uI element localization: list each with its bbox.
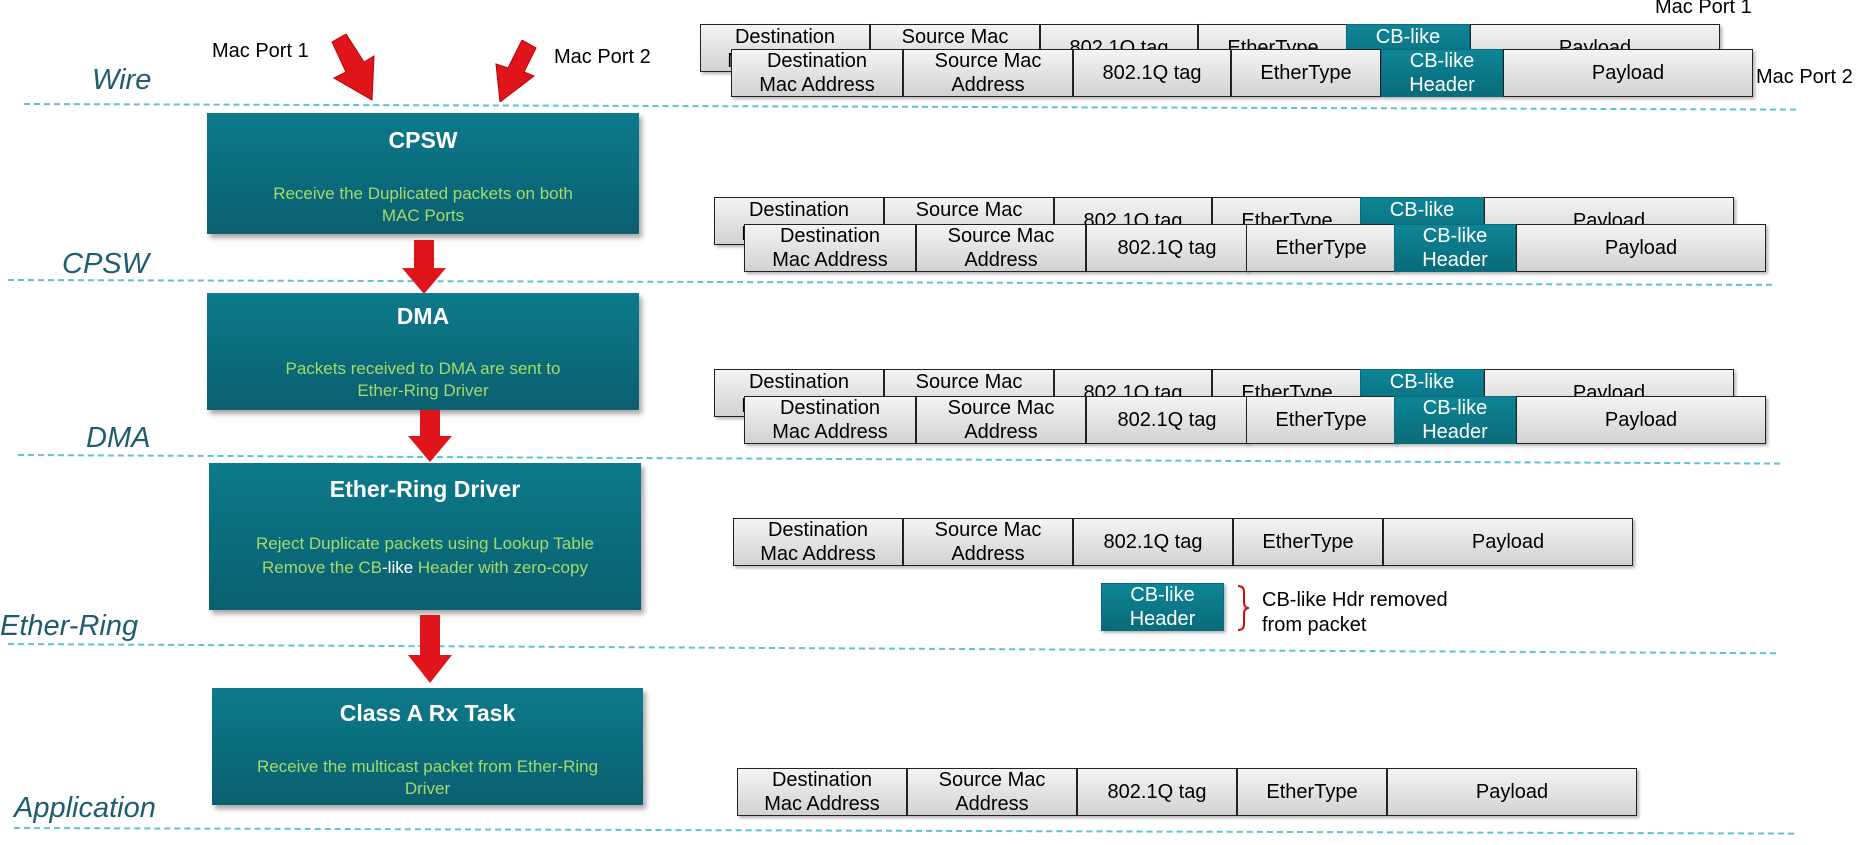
- field-vlan: 802.1Q tag: [1086, 224, 1248, 272]
- field-ethertype: EtherType: [1237, 768, 1387, 816]
- cpsw-block-desc-line1: Receive the Duplicated packets on both: [273, 184, 573, 203]
- brace-icon: [1237, 585, 1250, 631]
- dma-block: DMA Packets received to DMA are sent to …: [207, 293, 639, 410]
- port-label-mac-2: Mac Port 2: [554, 46, 651, 68]
- field-payload: Payload: [1383, 518, 1633, 566]
- layer-label-dma: DMA: [86, 422, 151, 454]
- cpsw-block-title: CPSW: [388, 127, 458, 153]
- port-label-right-mac-1: Mac Port 1: [1655, 0, 1752, 18]
- class-a-block-desc-line2: Driver: [404, 779, 451, 798]
- divider-cpsw: [7, 279, 1772, 286]
- divider-ether-ring: [7, 643, 1776, 655]
- arrow-down-port1-icon: [331, 34, 375, 101]
- field-vlan: 802.1Q tag: [1073, 49, 1231, 97]
- ether-ring-block: Ether-Ring Driver Reject Duplicate packe…: [209, 463, 641, 610]
- ether-ring-block-title: Ether-Ring Driver: [329, 476, 521, 502]
- field-ethertype: EtherType: [1233, 518, 1383, 566]
- cpsw-block-desc-line2: MAC Ports: [381, 206, 465, 225]
- removed-note-line1: CB-like Hdr removed: [1262, 589, 1448, 611]
- removed-note-line2: from packet: [1262, 614, 1367, 636]
- ether-ring-block-desc-line2: Remove the CB-like Header with zero-copy: [262, 558, 588, 577]
- field-payload: Payload: [1516, 224, 1766, 272]
- field-ethertype: EtherType: [1231, 49, 1381, 97]
- arrow-down-ether-classa-icon: [408, 615, 452, 683]
- class-a-block: Class A Rx Task Receive the multicast pa…: [212, 688, 643, 805]
- field-ethertype: EtherType: [1246, 224, 1396, 272]
- cpsw-block: CPSW Receive the Duplicated packets on b…: [207, 113, 639, 234]
- dma-block-title: DMA: [396, 303, 450, 329]
- field-vlan: 802.1Q tag: [1077, 768, 1237, 816]
- port-label-right-mac-2: Mac Port 2: [1756, 66, 1853, 88]
- layer-label-cpsw: CPSW: [62, 248, 149, 280]
- dma-block-desc-line2: Ether-Ring Driver: [357, 381, 489, 400]
- removed-note: CB-like Hdr removed from packet: [1262, 588, 1448, 638]
- field-payload: Payload: [1387, 768, 1637, 816]
- arrow-down-cpsw-dma-icon: [402, 240, 446, 294]
- layer-label-wire: Wire: [92, 64, 152, 96]
- layer-label-application: Application: [14, 792, 156, 824]
- layer-label-ether-ring: Ether-Ring: [0, 610, 139, 642]
- field-vlan: 802.1Q tag: [1073, 518, 1233, 566]
- port-label-mac-1: Mac Port 1: [212, 40, 309, 62]
- arrow-down-dma-ether-icon: [408, 410, 452, 462]
- dma-block-desc-line1: Packets received to DMA are sent to: [285, 359, 561, 378]
- field-payload: Payload: [1516, 396, 1766, 444]
- class-a-block-desc-line1: Receive the multicast packet from Ether-…: [256, 757, 599, 776]
- divider-application: [13, 827, 1794, 835]
- field-payload: Payload: [1503, 49, 1753, 97]
- class-a-block-title: Class A Rx Task: [339, 700, 516, 726]
- ether-ring-block-desc-line1: Reject Duplicate packets using Lookup Ta…: [255, 534, 594, 553]
- divider-wire: [23, 103, 1796, 111]
- field-vlan: 802.1Q tag: [1086, 396, 1248, 444]
- field-ethertype: EtherType: [1246, 396, 1396, 444]
- arrow-down-port2-icon: [495, 40, 537, 102]
